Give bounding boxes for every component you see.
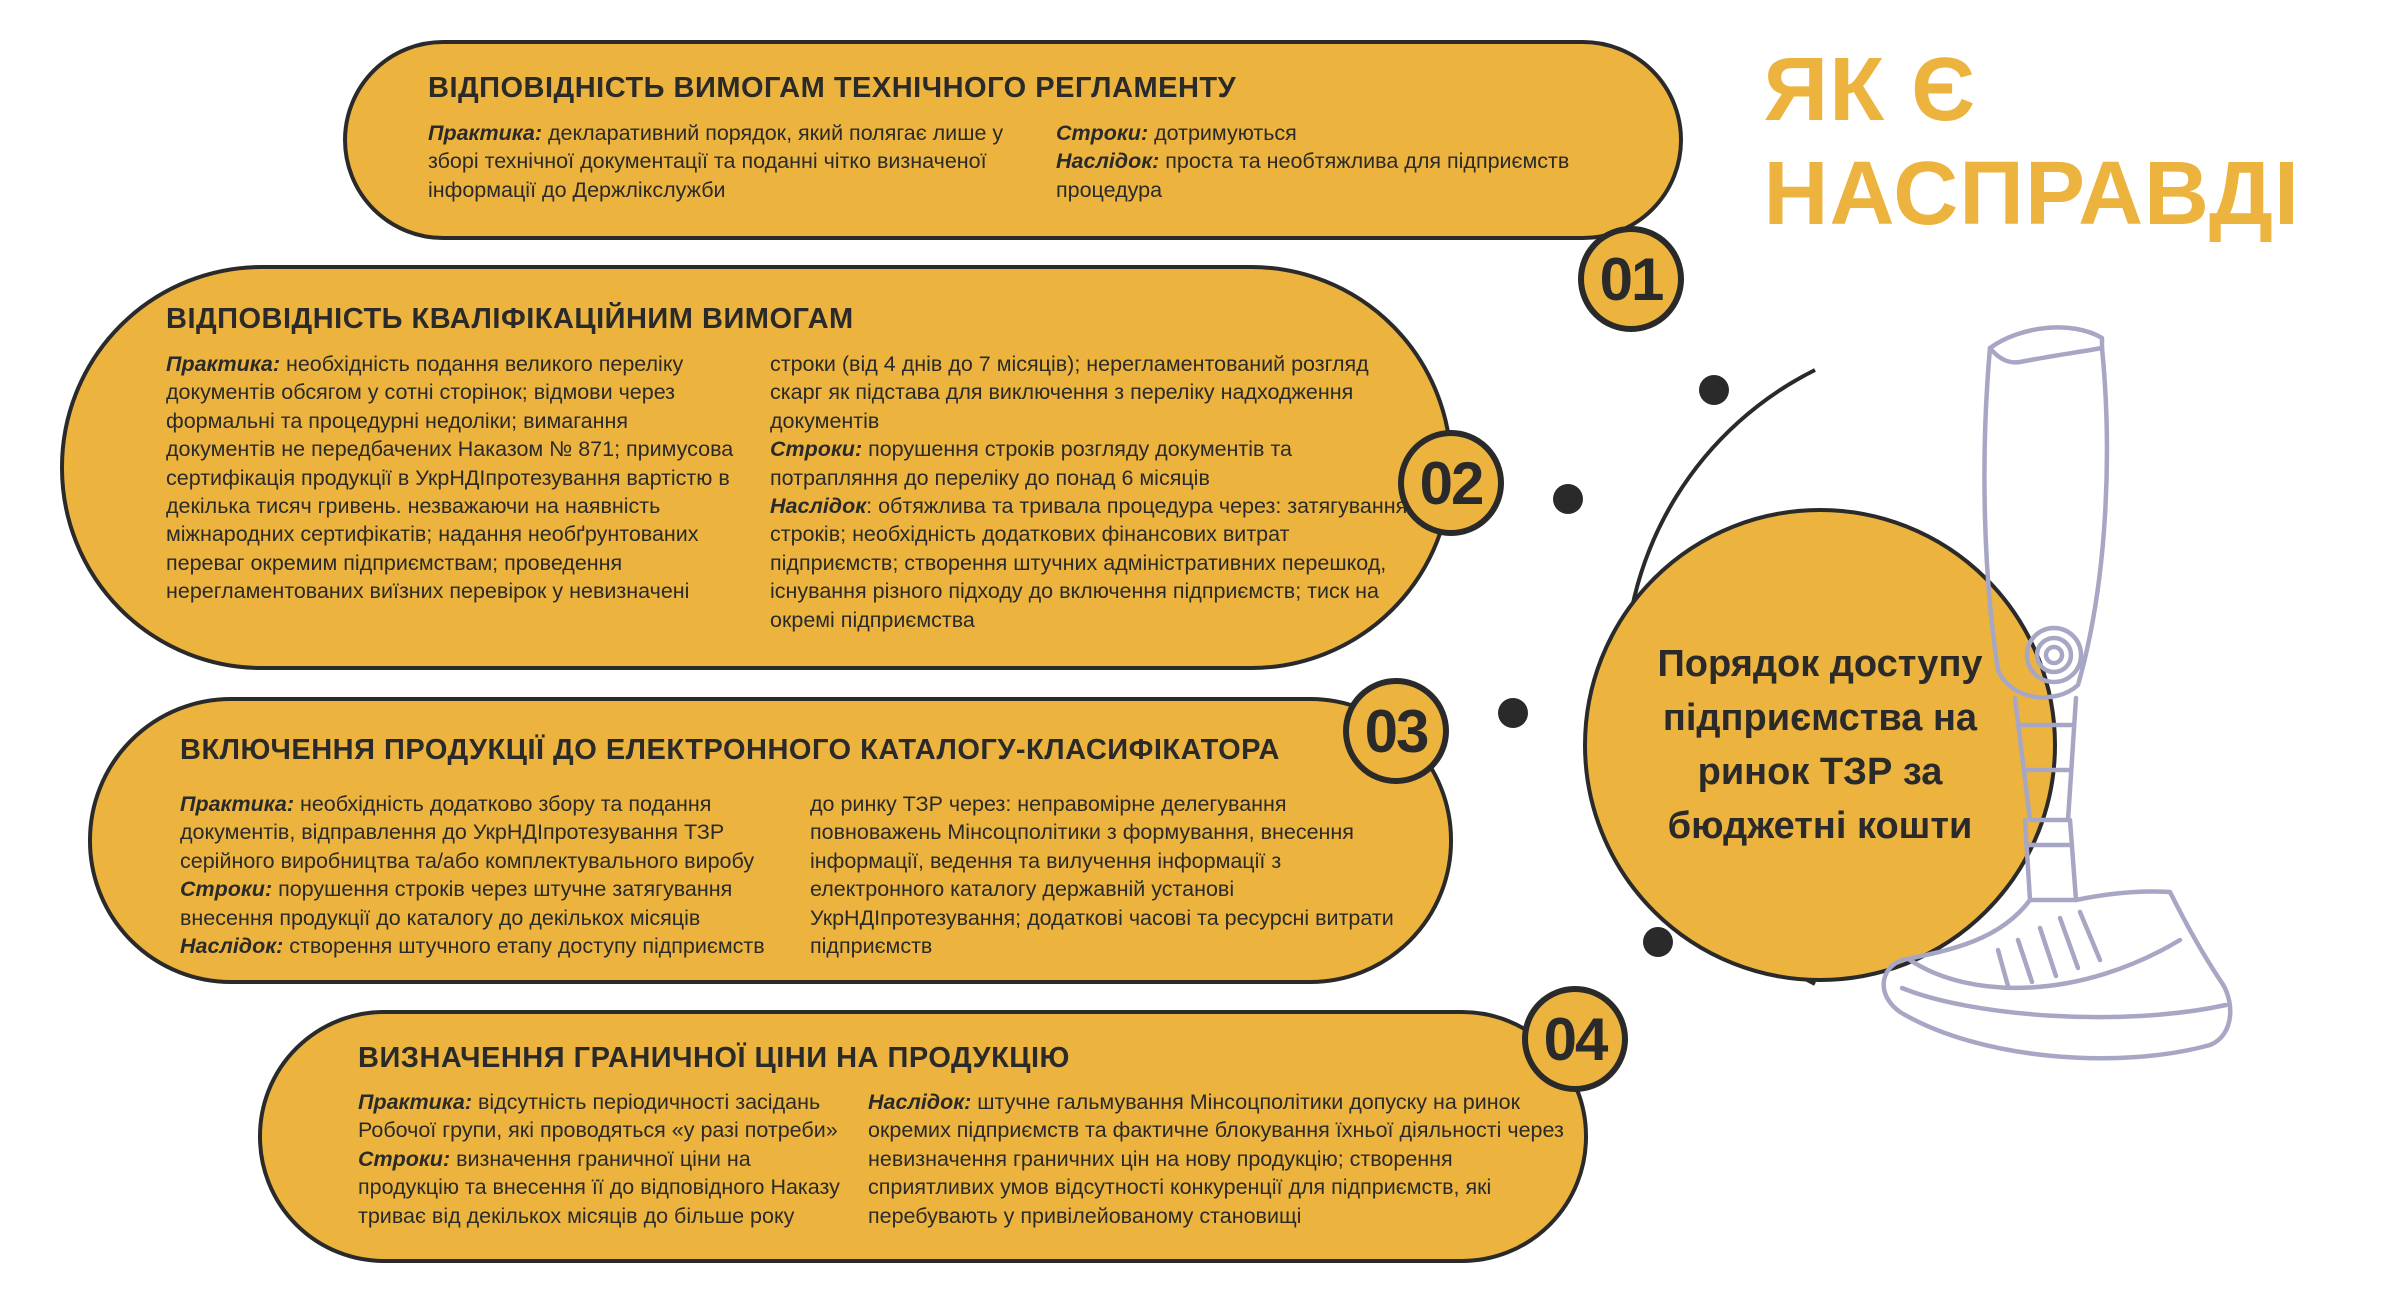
center-label: Порядок доступу підприємства на ринок ТЗ… — [1657, 643, 1983, 847]
connector-dot-2 — [1553, 484, 1583, 514]
box-3-consequence: Наслідок: створення штучного етапу досту… — [180, 934, 765, 959]
box-1-left-column: Практика: декларативний порядок, який по… — [428, 119, 1018, 204]
box-4-consequence: Наслідок: штучне гальмування Мінсоцполіт… — [868, 1090, 1564, 1228]
number-badge-3: 03 — [1343, 678, 1449, 784]
requirement-box-1 — [343, 40, 1683, 240]
heading-line-1: ЯК Є — [1763, 40, 1977, 140]
page-heading: ЯК Є НАСПРАВДІ — [1764, 38, 2300, 246]
box-2-consequence: Наслідок: обтяжлива та тривала процедура… — [770, 494, 1408, 632]
number-badge-2: 02 — [1398, 430, 1504, 536]
heading-line-2: НАСПРАВДІ — [1763, 144, 2300, 244]
box-4-title: ВИЗНАЧЕННЯ ГРАНИЧНОЇ ЦІНИ НА ПРОДУКЦІЮ — [358, 1042, 1070, 1074]
requirement-box-4 — [258, 1010, 1588, 1263]
box-1-title: ВІДПОВІДНІСТЬ ВИМОГАМ ТЕХНІЧНОГО РЕГЛАМЕ… — [428, 72, 1237, 104]
prosthetic-leg-icon — [1881, 325, 2233, 1061]
connector-dot-4 — [1643, 927, 1673, 957]
box-1-terms: Строки: дотримуються — [1056, 121, 1297, 145]
number-badge-4: 04 — [1522, 986, 1628, 1092]
box-1-right-column: Строки: дотримуються Наслідок: проста та… — [1056, 119, 1646, 204]
box-3-left-column: Практика: необхідність додатково збору т… — [180, 790, 770, 960]
box-1-consequence: Наслідок: проста та необтяжлива для підп… — [1056, 149, 1570, 202]
box-4-practice: Практика: відсутність періодичності засі… — [358, 1090, 838, 1143]
box-2-left-column: Практика: необхідність подання великого … — [166, 350, 736, 606]
box-2-right-column: строки (від 4 днів до 7 місяців); нерегл… — [770, 350, 1410, 634]
box-2-practice-cont: строки (від 4 днів до 7 місяців); нерегл… — [770, 352, 1369, 433]
box-3-practice: Практика: необхідність додатково збору т… — [180, 792, 755, 873]
center-circle: Порядок доступу підприємства на ринок ТЗ… — [1583, 508, 2057, 982]
requirement-box-2 — [60, 265, 1453, 670]
box-3-consequence-cont: до ринку ТЗР через: неправомірне делегув… — [810, 792, 1394, 959]
box-4-left-column: Практика: відсутність періодичності засі… — [358, 1088, 848, 1230]
connector-dot-1 — [1699, 375, 1729, 405]
box-4-terms: Строки: визначення граничної ціни на про… — [358, 1146, 840, 1228]
box-2-title: ВІДПОВІДНІСТЬ КВАЛІФІКАЦІЙНИМ ВИМОГАМ — [166, 303, 854, 335]
box-3-terms: Строки: порушення строків через штучне з… — [180, 877, 733, 930]
connector-dot-3 — [1498, 698, 1528, 728]
requirement-box-3 — [88, 697, 1453, 984]
box-3-right-column: до ринку ТЗР через: неправомірне делегув… — [810, 790, 1410, 960]
box-1-practice: Практика: декларативний порядок, який по… — [428, 121, 1004, 202]
box-4-right-column: Наслідок: штучне гальмування Мінсоцполіт… — [868, 1088, 1578, 1230]
number-badge-1: 01 — [1578, 226, 1684, 332]
box-3-title: ВКЛЮЧЕННЯ ПРОДУКЦІЇ ДО ЕЛЕКТРОННОГО КАТА… — [180, 734, 1280, 766]
box-2-practice: Практика: необхідність подання великого … — [166, 352, 734, 604]
box-2-terms: Строки: порушення строків розгляду докум… — [770, 437, 1293, 490]
